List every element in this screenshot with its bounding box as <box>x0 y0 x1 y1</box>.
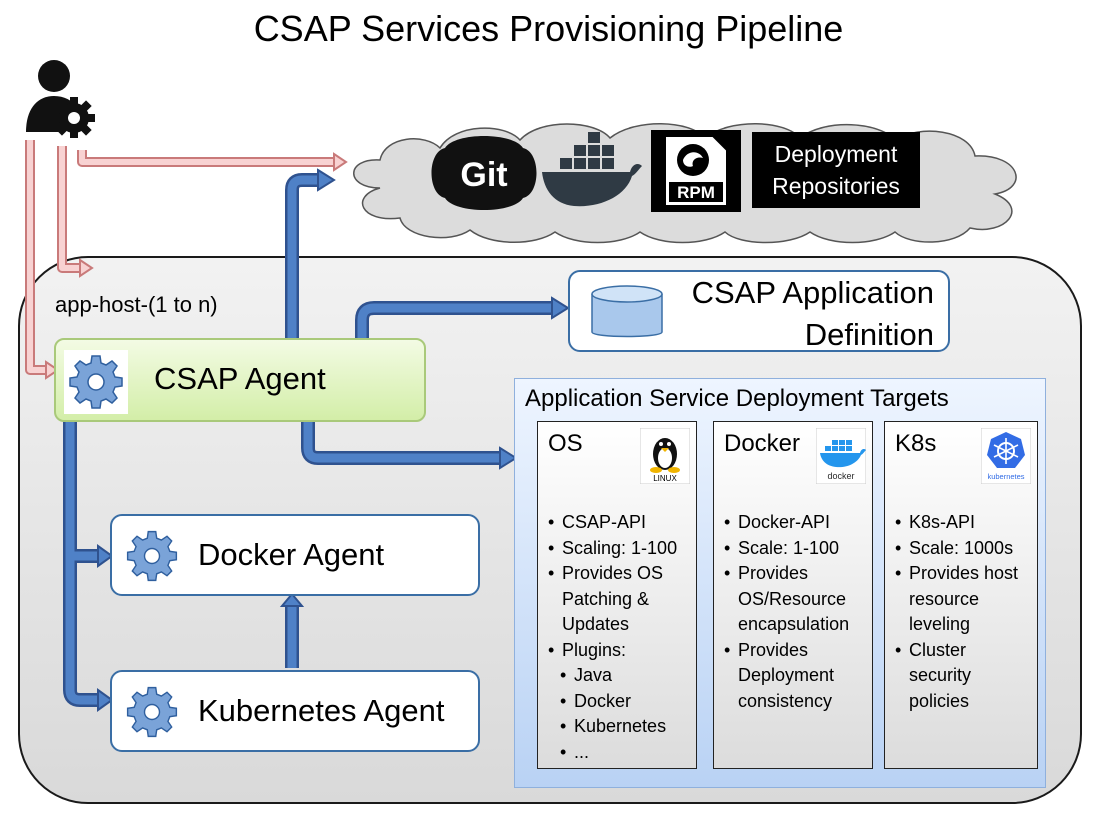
deployment-targets-panel: Application Service Deployment Targets O… <box>514 378 1046 788</box>
list-item: Plugins: <box>548 638 692 664</box>
list-item: Scale: 1000s <box>895 536 1033 562</box>
linux-tux-icon: LINUX <box>640 428 690 484</box>
target-os-title: OS <box>548 430 583 457</box>
deployment-repositories-line1: Deployment <box>774 141 898 167</box>
target-k8s-list: K8s-API Scale: 1000s Provides host resou… <box>885 510 1037 714</box>
gear-icon <box>126 686 178 738</box>
kubernetes-logo-text: kubernetes <box>987 472 1024 481</box>
rpm-label: RPM <box>677 183 715 202</box>
csap-application-definition-box: CSAP Application Definition <box>568 270 950 352</box>
docker-logo-text: docker <box>827 471 854 481</box>
list-item: Provides OS Patching & Updates <box>548 561 692 638</box>
target-os-column: OS LINUX CSAP-API Scaling: 1-100 Provide… <box>537 421 697 769</box>
list-item: Java <box>560 663 692 689</box>
list-item: Scale: 1-100 <box>724 536 868 562</box>
rpm-package-icon: RPM <box>651 130 741 212</box>
list-item: Provides host resource leveling <box>895 561 1033 638</box>
target-docker-title: Docker <box>724 430 801 457</box>
gear-icon <box>64 350 128 414</box>
target-docker-list: Docker-API Scale: 1-100 Provides OS/Reso… <box>714 510 872 714</box>
app-definition-line2: Definition <box>804 317 934 352</box>
kubernetes-agent-label: Kubernetes Agent <box>198 693 445 728</box>
target-k8s-column: K8s kubernetes K8s-API Scale: 1000s Prov… <box>884 421 1038 769</box>
gear-icon <box>126 530 178 582</box>
csap-agent-label: CSAP Agent <box>154 361 326 396</box>
diagram-title: CSAP Services Provisioning Pipeline <box>253 8 844 49</box>
list-item: Kubernetes <box>560 714 692 740</box>
deployment-targets-title: Application Service Deployment Targets <box>525 385 949 412</box>
target-os-list: CSAP-API Scaling: 1-100 Provides OS Patc… <box>538 510 696 765</box>
list-item: Cluster security policies <box>895 638 1033 715</box>
target-k8s-title: K8s <box>895 430 937 457</box>
csap-application-definition-label: CSAP Application Definition <box>692 272 934 356</box>
user-admin-icon <box>26 60 95 138</box>
docker-whale-icon <box>542 132 642 207</box>
deployment-repositories-line2: Repositories <box>772 173 900 199</box>
docker-logo-icon: docker <box>816 428 866 484</box>
list-item: ... <box>560 740 692 766</box>
csap-agent-box: CSAP Agent <box>54 338 426 422</box>
linux-logo-text: LINUX <box>653 474 677 483</box>
git-label: Git <box>460 156 507 194</box>
list-item: Provides Deployment consistency <box>724 638 868 715</box>
app-definition-line1: CSAP Application <box>691 275 934 310</box>
list-item: Provides OS/Resource encapsulation <box>724 561 868 638</box>
kubernetes-logo-icon: kubernetes <box>981 428 1031 484</box>
list-item: K8s-API <box>895 510 1033 536</box>
list-item: Docker-API <box>724 510 868 536</box>
deployment-repositories-label: Deployment Repositories <box>752 132 920 208</box>
database-icon <box>591 285 663 338</box>
target-docker-column: Docker docker Docker-API Scale: 1-100 Pr… <box>713 421 873 769</box>
docker-agent-box: Docker Agent <box>110 514 480 596</box>
app-host-label: app-host-(1 to n) <box>55 292 218 317</box>
docker-agent-label: Docker Agent <box>198 537 385 572</box>
git-logo-icon: Git <box>431 136 537 210</box>
kubernetes-agent-box: Kubernetes Agent <box>110 670 480 752</box>
list-item: Scaling: 1-100 <box>548 536 692 562</box>
list-item: Docker <box>560 689 692 715</box>
list-item: CSAP-API <box>548 510 692 536</box>
